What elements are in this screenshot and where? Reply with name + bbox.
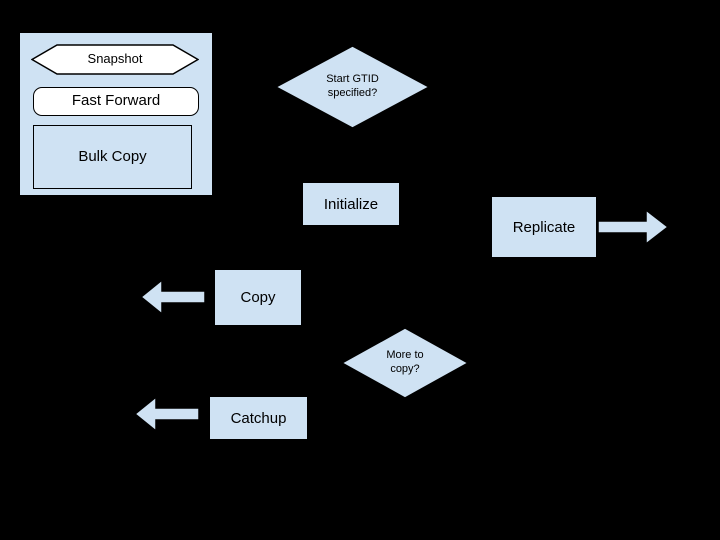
legend-panel: Snapshot Fast Forward Bulk Copy <box>20 33 212 195</box>
catchup-left-arrow-icon <box>134 396 200 432</box>
start-gtid-diamond-icon <box>275 45 430 129</box>
copy-label: Copy <box>240 289 276 306</box>
replicate-label: Replicate <box>512 218 576 236</box>
initialize-node: Initialize <box>302 182 400 226</box>
copy-left-arrow-icon <box>140 279 206 315</box>
initialize-label: Initialize <box>323 195 379 213</box>
catchup-node: Catchup <box>209 396 308 440</box>
fast-forward-label: Fast Forward <box>71 92 161 110</box>
copy-node: Copy <box>214 269 302 326</box>
catchup-label: Catchup <box>230 409 287 427</box>
bulk-copy-label: Bulk Copy <box>78 147 147 165</box>
bulk-copy-shape: Bulk Copy <box>33 125 192 189</box>
replicate-node: Replicate <box>491 196 597 258</box>
snapshot-hexagon-icon <box>31 44 199 75</box>
fast-forward-shape: Fast Forward <box>33 87 199 116</box>
right-arrow-icon <box>597 209 669 245</box>
more-to-copy-diamond-icon <box>341 327 469 399</box>
